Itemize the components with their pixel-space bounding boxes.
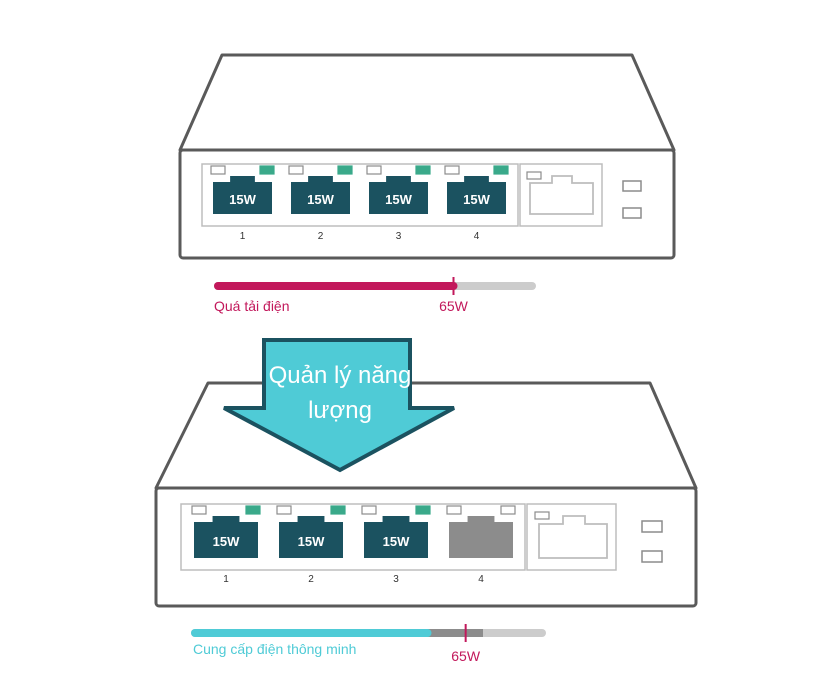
port-power-label: 15W [385,192,412,207]
port-number: 1 [223,574,229,585]
bottom-switch-lid [154,381,698,490]
rj45-port-icon [447,176,506,214]
rj45-port-icon [279,516,343,558]
down-arrow-icon [223,338,455,473]
overload-limit-label: 65W [439,298,469,314]
arrow-text-line-2: lượng [308,397,372,424]
bottom-switch-port-1: 15W 1 [191,505,261,585]
port-link-led [444,165,460,175]
port-poe-led [493,165,509,175]
port-link-led [366,165,382,175]
power-management-arrow: Quản lý năng lượng [223,338,455,473]
port-link-led [288,165,304,175]
port-power-label: 15W [307,192,334,207]
port-number: 4 [478,574,484,585]
bottom-switch-port-2: 15W 2 [276,505,346,585]
bottom-switch-uplink-bay [526,503,617,571]
top-switch-uplink-bay [519,163,603,227]
port-number: 3 [393,574,399,585]
overload-power-bar: Quá tải điện 65W [214,277,536,314]
port-link-led [191,505,207,515]
bottom-switch-port-4: 4 [446,505,516,585]
port-number: 1 [240,231,246,242]
ethernet-port-icon [538,515,608,559]
port-number: 2 [308,574,314,585]
top-switch-poe-ports: 15W 1 15W 2 15W 3 15W 4 [210,165,509,242]
port-link-led [276,505,292,515]
port-number: 3 [396,231,402,242]
top-switch-port-2: 15W 2 [288,165,353,242]
rj45-port-icon [213,176,272,214]
top-switch-port-1: 15W 1 [210,165,275,242]
smart-limit-label: 65W [451,648,481,664]
port-poe-led [259,165,275,175]
port-number: 2 [318,231,324,242]
port-poe-led [500,505,516,515]
bottom-switch-port-3: 15W 3 [361,505,431,585]
arrow-text-line-1: Quản lý năng [269,362,412,389]
port-power-label: 15W [213,534,240,549]
rj45-port-icon [194,516,258,558]
top-switch-status-led-1 [622,180,642,192]
top-switch-uplink-port [526,171,594,215]
port-link-led [210,165,226,175]
rj45-port-icon [364,516,428,558]
port-poe-led [415,165,431,175]
top-switch-port-4: 15W 4 [444,165,509,242]
port-poe-led [245,505,261,515]
port-power-label: 15W [463,192,490,207]
bottom-switch-status-led-2 [641,550,663,563]
port-number: 4 [474,231,480,242]
port-poe-led [330,505,346,515]
port-poe-led [337,165,353,175]
rj45-port-icon [291,176,350,214]
top-switch-port-3: 15W 3 [366,165,431,242]
smart-power-bar: Cung cấp điện thông minh 65W [191,624,546,664]
overload-caption: Quá tải điện [214,298,290,314]
rj45-port-icon [369,176,428,214]
bottom-switch-poe-bay [180,503,526,571]
top-switch-lid [178,53,676,152]
port-power-label: 15W [229,192,256,207]
top-switch-poe-bay [201,163,519,227]
smart-caption: Cung cấp điện thông minh [193,641,356,657]
port-link-led [446,505,462,515]
ethernet-port-icon [529,175,594,215]
port-link-led [361,505,377,515]
rj45-port-icon [449,516,513,558]
port-poe-led [415,505,431,515]
bottom-switch-uplink-port [534,511,608,559]
port-power-label: 15W [383,534,410,549]
port-power-label: 15W [298,534,325,549]
bottom-switch-poe-ports: 15W 1 15W 2 15W 3 4 [191,505,516,585]
bottom-switch-status-led-1 [641,520,663,533]
top-switch: 15W 1 15W 2 15W 3 15W 4 [178,53,676,260]
top-switch-status-led-2 [622,207,642,219]
